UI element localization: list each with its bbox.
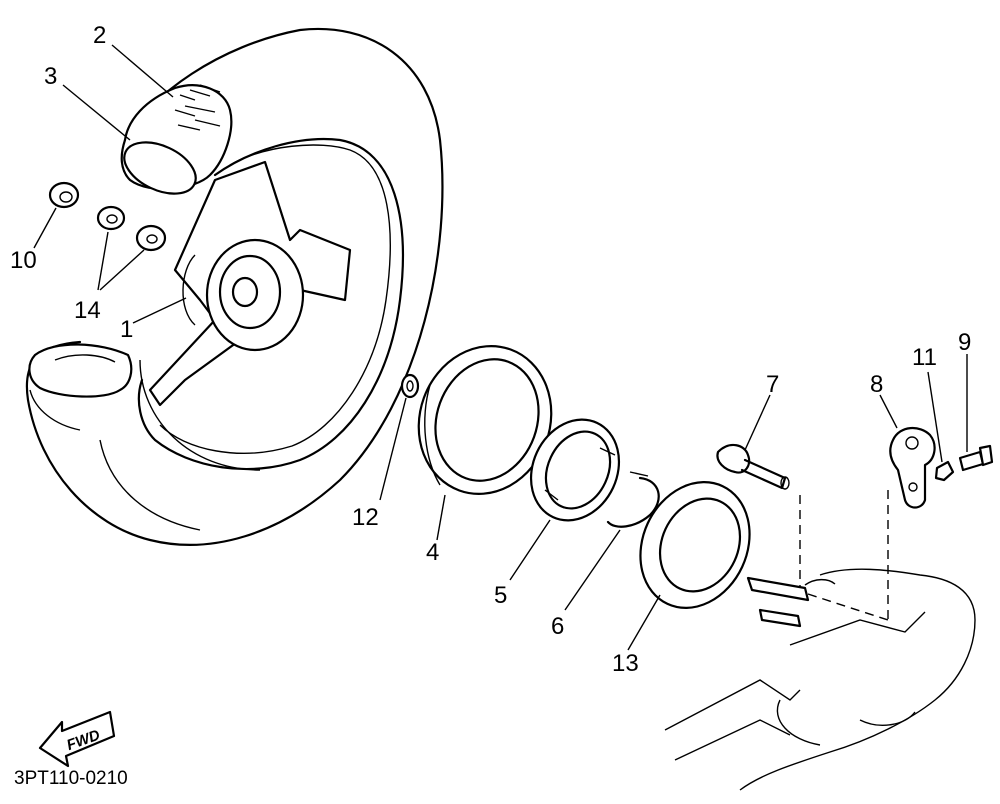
callout-6: 6 [551, 613, 564, 640]
washer-14b [135, 224, 167, 252]
callout-4: 4 [426, 539, 439, 566]
seal-13 [639, 481, 751, 609]
callout-3: 3 [44, 63, 57, 90]
nut-11 [934, 460, 955, 482]
brake-lever-8 [889, 427, 936, 509]
brake-shoe-5 [529, 418, 621, 522]
spring-6 [606, 471, 660, 528]
drawing-code: 3PT110-0210 [14, 768, 128, 789]
wheel-hub-drawing [148, 160, 352, 407]
callout-12: 12 [352, 504, 379, 531]
bolt-9 [958, 444, 994, 472]
callout-10: 10 [10, 247, 37, 274]
callout-7: 7 [766, 371, 779, 398]
callout-9: 9 [958, 329, 971, 356]
callout-2: 2 [93, 22, 106, 49]
camshaft-7 [716, 443, 790, 490]
callout-14: 14 [74, 297, 101, 324]
washer-14a [96, 205, 126, 231]
callout-11: 11 [912, 344, 937, 371]
callout-labels: 2 3 10 14 1 12 4 5 6 13 7 8 11 9 [10, 22, 971, 677]
leader-lines [33, 44, 968, 651]
engine-case-drawing [664, 490, 976, 791]
callout-5: 5 [494, 582, 507, 609]
callout-1: 1 [120, 316, 133, 343]
forward-arrow-icon: FWD [38, 710, 116, 768]
callout-13: 13 [612, 650, 639, 677]
washer-12 [400, 373, 420, 399]
nut-10 [48, 181, 80, 209]
callout-8: 8 [870, 371, 883, 398]
